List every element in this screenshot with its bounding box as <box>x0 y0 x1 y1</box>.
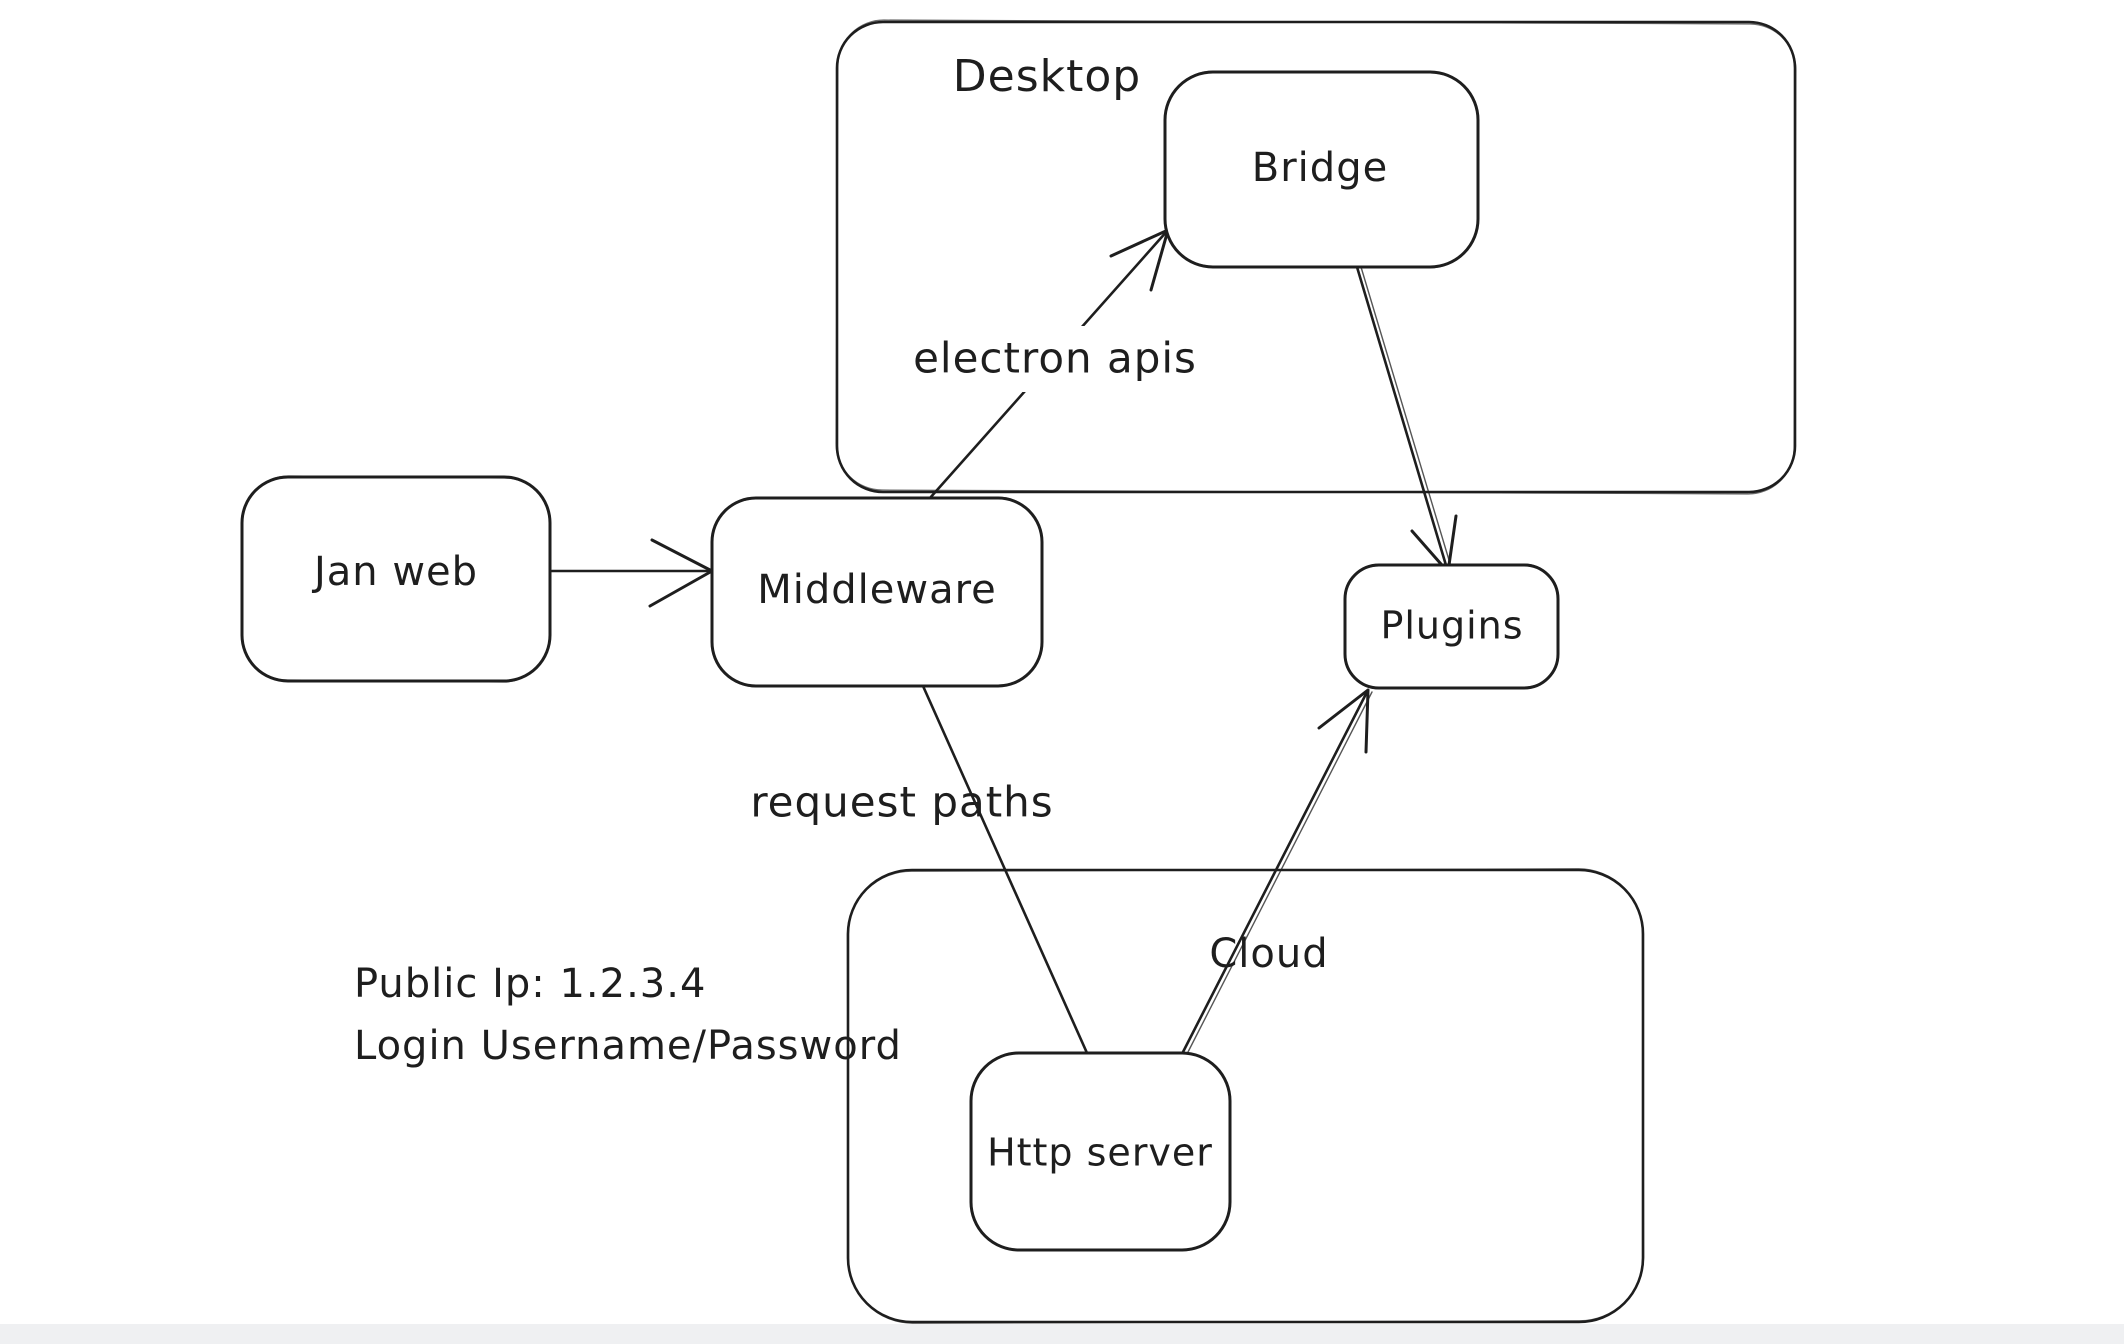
http-server-box-sketch-stroke <box>969 1051 1232 1252</box>
edge-middleware-to-httpserver[interactable] <box>921 684 1089 1055</box>
container-cloud[interactable]: Cloud <box>846 868 1645 1324</box>
desktop-box-sketch-stroke <box>835 19 1797 495</box>
electron-apis-label-text: electron apis <box>913 334 1197 383</box>
node-http-server[interactable]: Http server <box>969 1051 1232 1252</box>
node-bridge[interactable]: Bridge <box>1163 70 1480 269</box>
edge-line-bridge-plugins-sketch <box>1360 266 1453 571</box>
node-plugins[interactable]: Plugins <box>1343 563 1560 690</box>
edge-line-bridge-plugins <box>1355 265 1450 574</box>
bridge-label: Bridge <box>1252 145 1388 191</box>
middleware-label: Middleware <box>757 567 997 613</box>
plugins-label: Plugins <box>1380 604 1523 648</box>
annotation-login: Login Username/Password <box>354 1023 902 1069</box>
annotation-public-ip: Public Ip: 1.2.3.4 <box>354 961 706 1007</box>
jan-web-box-sketch-stroke <box>240 475 552 683</box>
canvas-bottom-edge-strip <box>0 1324 2124 1344</box>
edge-line-httpserver-plugins <box>1181 688 1370 1054</box>
jan-web-label: Jan web <box>311 549 478 595</box>
cloud-container-label: Cloud <box>1209 931 1328 977</box>
edge-httpserver-to-plugins[interactable] <box>1181 688 1373 1054</box>
http-server-label: Http server <box>987 1131 1213 1175</box>
container-desktop[interactable]: Desktop <box>835 19 1797 495</box>
edge-line-middleware-httpserver <box>921 684 1089 1055</box>
arrowhead-into-plugins-bottom <box>1317 688 1370 754</box>
annotation-credentials[interactable]: Public Ip: 1.2.3.4 Login Username/Passwo… <box>354 961 902 1069</box>
node-jan-web[interactable]: Jan web <box>240 475 552 683</box>
plugins-box-sketch-stroke <box>1344 563 1559 690</box>
edge-line-httpserver-plugins-sketch <box>1187 691 1373 1053</box>
desktop-container-label: Desktop <box>953 51 1141 102</box>
cloud-box-sketch-stroke <box>846 868 1645 1324</box>
request-paths-label-text: request paths <box>750 778 1053 827</box>
middleware-box-sketch-stroke <box>710 496 1044 688</box>
edge-label-request-paths[interactable]: request paths <box>750 778 1053 827</box>
electron-apis-label-background <box>918 326 1196 392</box>
edge-label-electron-apis[interactable]: electron apis <box>913 326 1197 392</box>
bridge-box-sketch-stroke <box>1163 70 1480 269</box>
node-middleware[interactable]: Middleware <box>710 496 1044 688</box>
